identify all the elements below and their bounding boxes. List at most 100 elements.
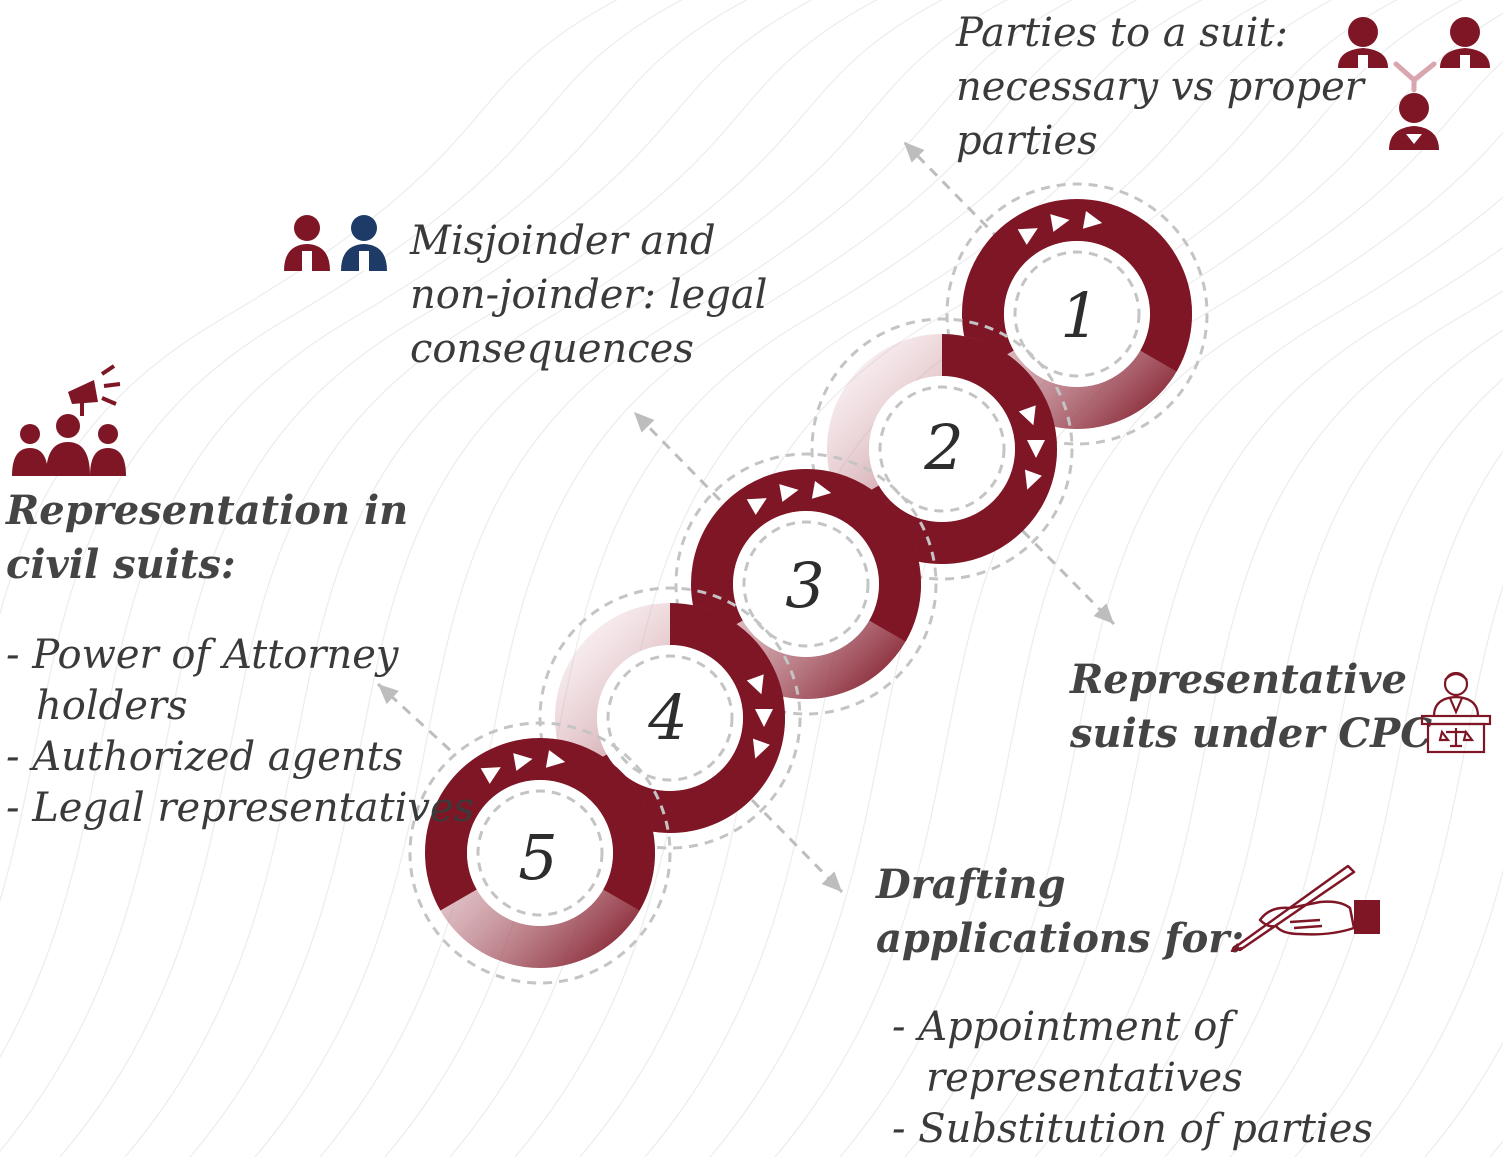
arrow-head-icon — [1093, 603, 1114, 624]
arrow-head-icon — [904, 142, 925, 163]
chevron-icon — [779, 484, 799, 502]
background-line — [254, 0, 1073, 1157]
chevron-icon — [480, 767, 501, 784]
step-number-2: 2 — [924, 411, 964, 484]
background-line — [1294, 584, 1503, 1157]
list-item: - Appointment of — [892, 1004, 1233, 1050]
background-line — [969, 246, 1503, 1157]
arrow-head-icon — [634, 412, 655, 433]
step-circle-1 — [945, 182, 1209, 446]
chevron-icon — [545, 750, 566, 768]
list-item: - Substitution of parties — [892, 1106, 1373, 1152]
inner-dashed-ring — [878, 385, 1006, 513]
background-line — [1034, 290, 1503, 1157]
solid-ring-arc — [425, 738, 655, 911]
background-line — [0, 0, 813, 1152]
chevron-icon — [1050, 214, 1070, 232]
solid-ring-arc — [691, 469, 921, 642]
inner-dashed-ring — [1013, 250, 1141, 378]
step-5-title-line: applications for: — [876, 915, 1245, 962]
judge-at-bench-icon — [1420, 671, 1492, 754]
group-announcement-icon — [12, 364, 126, 476]
background-line — [1164, 378, 1503, 1157]
connector-arrow — [632, 410, 722, 502]
background-line — [0, 0, 618, 616]
step-3-title-line: suits under CPC — [1070, 710, 1433, 757]
chevron-icon — [1018, 405, 1036, 426]
background-line — [124, 0, 943, 1157]
chevron-icon — [513, 753, 533, 771]
step-3-title-line: Representative — [1070, 656, 1407, 703]
step-circles — [408, 182, 1209, 985]
parties-network-icon — [1338, 17, 1490, 150]
two-persons-icon — [284, 215, 387, 271]
outer-dashed-ring — [945, 182, 1209, 446]
step-5-list: - Appointment of representatives - Subst… — [892, 1002, 1373, 1155]
chevron-icon — [746, 674, 764, 695]
inner-dashed-ring — [606, 654, 734, 782]
outer-dashed-ring — [538, 586, 802, 850]
step-3-title: Representative suits under CPC — [1070, 653, 1432, 761]
chevron-icon — [811, 481, 832, 499]
connector-arrows — [376, 140, 1116, 894]
connector-arrow — [376, 682, 452, 752]
background-line — [1229, 450, 1503, 1157]
background-line — [0, 0, 748, 1058]
step-number-3: 3 — [785, 549, 825, 622]
inner-disc — [1004, 241, 1150, 387]
chevron-icon — [746, 498, 767, 515]
step-4-title-line: civil suits: — [6, 541, 236, 588]
list-item: - Authorized agents — [6, 734, 404, 780]
chevron-icon — [1024, 469, 1042, 490]
inner-disc — [733, 511, 879, 657]
list-item: representatives — [926, 1055, 1243, 1101]
step-number-5: 5 — [518, 821, 558, 894]
step-number-1: 1 — [1060, 279, 1100, 352]
connector-arrow — [902, 140, 1002, 242]
step-2-title-line: Misjoinder and — [410, 218, 716, 264]
connector-arrow — [1008, 516, 1116, 626]
chevron-icon — [755, 709, 773, 727]
inner-dashed-ring — [742, 520, 870, 648]
chevron-icon — [1082, 211, 1103, 229]
background-line — [1359, 868, 1503, 1157]
list-item: holders — [36, 683, 188, 729]
list-item: - Legal representatives — [6, 785, 475, 831]
inner-disc — [597, 645, 743, 791]
step-1-title-line: parties — [956, 118, 1098, 164]
inner-disc — [467, 780, 613, 926]
outer-dashed-ring — [810, 317, 1074, 581]
step-2-title-line: non-joinder: legal — [410, 272, 768, 318]
step-1-title: Parties to a suit: necessary vs proper p… — [956, 6, 1364, 168]
background-line — [59, 0, 878, 1157]
inner-disc — [869, 376, 1015, 522]
chevron-icon — [1027, 440, 1045, 458]
step-5-title: Drafting applications for: — [876, 858, 1244, 966]
chevron-icon — [752, 738, 770, 759]
step-5-title-line: Drafting — [876, 861, 1066, 908]
arrow-head-icon — [378, 684, 399, 705]
inner-dashed-ring — [476, 789, 604, 917]
step-4-title-line: Representation in — [6, 487, 409, 534]
background-line — [0, 0, 683, 903]
background-line — [904, 196, 1503, 1157]
connector-arrow — [750, 798, 844, 894]
step-4-title: Representation in civil suits: — [6, 484, 408, 592]
step-number-4: 4 — [648, 681, 688, 754]
arrow-head-icon — [821, 871, 842, 892]
background-line — [839, 131, 1503, 1157]
background-line — [189, 0, 1008, 1157]
solid-ring-arc — [962, 199, 1192, 372]
step-4-list: - Power of Attorney holders - Authorized… — [6, 630, 474, 834]
background-line — [1099, 329, 1503, 1157]
step-circle-5 — [408, 721, 672, 985]
step-1-title-line: Parties to a suit: — [956, 10, 1288, 56]
step-1-title-line: necessary vs proper — [956, 64, 1364, 110]
chevron-icon — [1017, 228, 1038, 245]
step-circle-3 — [674, 452, 938, 716]
list-item: - Power of Attorney — [6, 632, 399, 678]
hand-writing-icon — [1230, 864, 1380, 952]
step-2-title-line: consequences — [410, 326, 694, 372]
step-2-title: Misjoinder and non-joinder: legal conseq… — [410, 214, 767, 376]
